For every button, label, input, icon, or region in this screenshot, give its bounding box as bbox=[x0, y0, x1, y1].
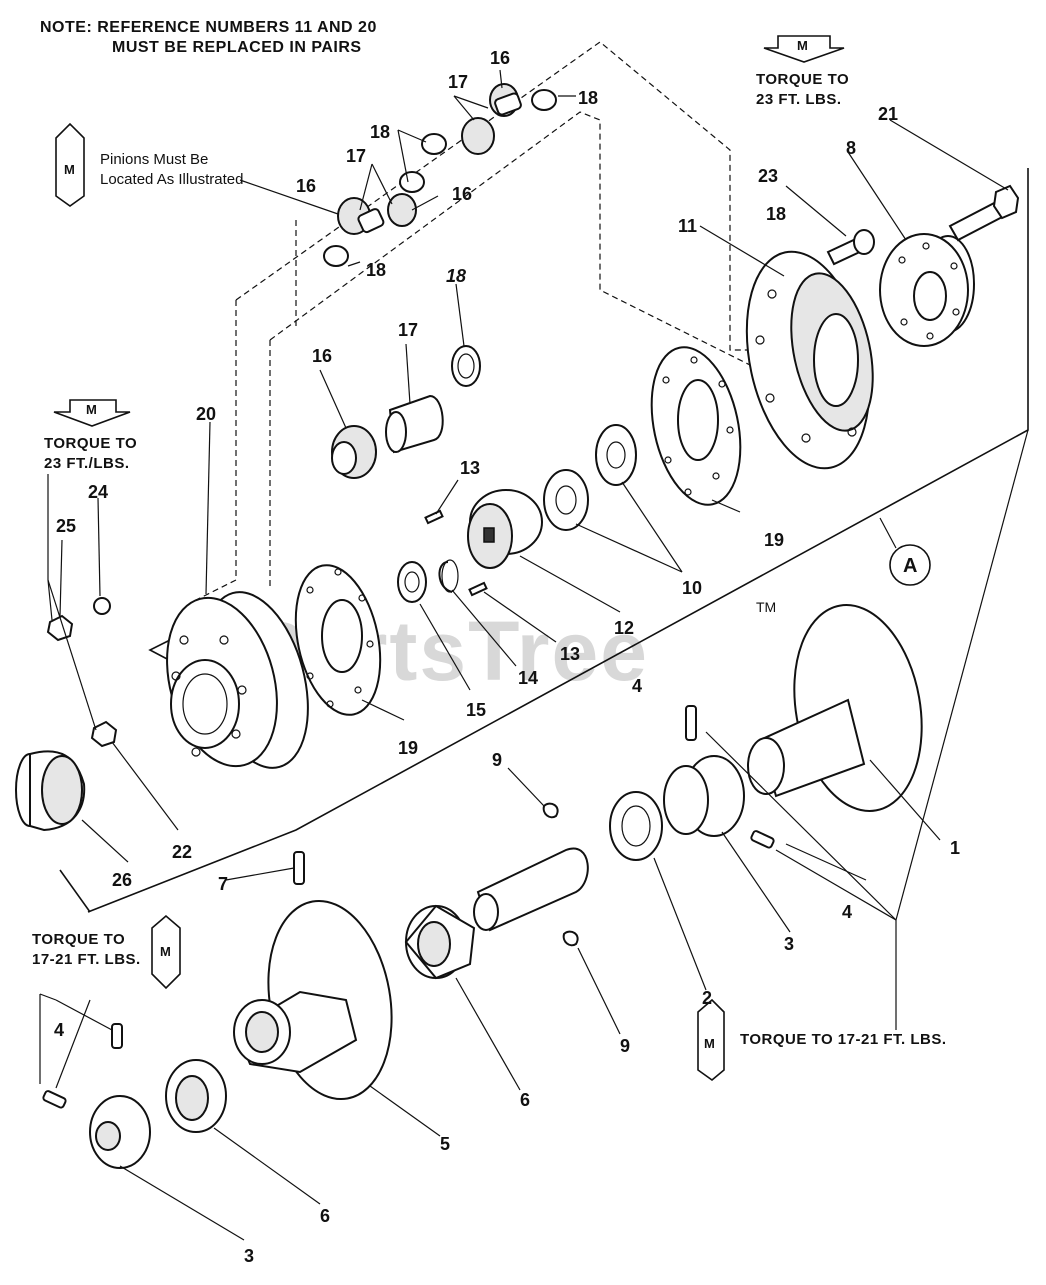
pinions-instruction-2: Located As Illustrated bbox=[100, 171, 243, 188]
m-symbol-left: M bbox=[53, 399, 131, 427]
ref-label: 18 bbox=[446, 266, 466, 286]
m-symbol-top-right: M bbox=[763, 35, 845, 63]
ref-label: 4 bbox=[54, 1020, 64, 1040]
plate-part-19-left bbox=[294, 564, 382, 716]
ref-label: 18 bbox=[766, 204, 786, 224]
ref-label: 18 bbox=[578, 88, 598, 108]
center-small-parts bbox=[397, 489, 543, 603]
ref-label: 25 bbox=[56, 516, 76, 536]
torque-top-right-1: TORQUE TO bbox=[756, 71, 849, 88]
ref-label: 1 bbox=[950, 838, 960, 858]
ref-label: 11 bbox=[678, 216, 697, 236]
ref-label: 4 bbox=[842, 902, 852, 922]
ref-label: 23 bbox=[758, 166, 778, 186]
hub-part-11 bbox=[745, 250, 874, 470]
ref-label: 3 bbox=[784, 934, 794, 954]
ref-label: 19 bbox=[398, 738, 418, 758]
ref-label: 9 bbox=[492, 750, 502, 770]
ref-label: 16 bbox=[490, 48, 510, 68]
ref-label: 13 bbox=[460, 458, 480, 478]
ref-label: 17 bbox=[346, 146, 366, 166]
torque-bottom-left-2: 17-21 FT. LBS. bbox=[32, 951, 141, 968]
ref-label: 18 bbox=[366, 260, 386, 280]
shaft-and-keys bbox=[473, 802, 589, 947]
ref-label: 17 bbox=[448, 72, 468, 92]
drum-part-1 bbox=[747, 604, 923, 812]
torque-bottom-left-1: TORQUE TO bbox=[32, 931, 125, 948]
ref-label: 13 bbox=[560, 644, 580, 664]
ref-label: 17 bbox=[398, 320, 418, 340]
ref-label: 26 bbox=[112, 870, 132, 890]
band-part-26 bbox=[15, 750, 86, 832]
ref-label: 4 bbox=[632, 676, 642, 696]
ref-label: 18 bbox=[370, 122, 390, 142]
ref-label: 6 bbox=[320, 1206, 330, 1226]
m-symbol-text: M bbox=[160, 944, 171, 959]
ref-label: 9 bbox=[620, 1036, 630, 1056]
ref-label: 19 bbox=[764, 530, 784, 550]
ref-label: 16 bbox=[296, 176, 316, 196]
m-symbol-text: M bbox=[797, 38, 808, 53]
ref-label: 20 bbox=[196, 404, 216, 424]
m-symbol-bottom-left: M bbox=[151, 914, 181, 990]
pinion-sleeve-spring bbox=[331, 345, 481, 479]
alignment-dashes bbox=[195, 41, 762, 601]
ref-label: 15 bbox=[466, 700, 486, 720]
note-line-2: MUST BE REPLACED IN PAIRS bbox=[112, 39, 362, 56]
ref-label: 7 bbox=[218, 874, 228, 894]
collar-right bbox=[609, 705, 775, 861]
washers-part-10 bbox=[543, 424, 637, 531]
ref-label: 8 bbox=[846, 138, 856, 158]
ref-label: 14 bbox=[518, 668, 538, 688]
fasteners-left bbox=[46, 597, 118, 748]
reference-numbers: 1 2 3 3 4 4 4 5 6 6 7 8 9 9 10 11 12 13 … bbox=[54, 48, 960, 1266]
flange-part-8 bbox=[879, 233, 975, 347]
callout-a-text: A bbox=[903, 555, 917, 577]
note-line-1: NOTE: REFERENCE NUMBERS 11 AND 20 bbox=[40, 19, 377, 36]
plate-part-19-right bbox=[650, 346, 742, 506]
ref-label: 12 bbox=[614, 618, 634, 638]
hub-part-20 bbox=[166, 591, 309, 769]
callout-a-circle bbox=[889, 544, 931, 586]
hub-part-5 bbox=[233, 851, 393, 1101]
m-symbol-text: M bbox=[64, 162, 75, 177]
pinions-instruction-1: Pinions Must Be bbox=[100, 151, 208, 168]
ref-label: 3 bbox=[244, 1246, 254, 1266]
ref-label: 16 bbox=[312, 346, 332, 366]
bolts-21-23 bbox=[826, 184, 1020, 266]
m-symbol-pinions: M bbox=[55, 122, 85, 207]
ref-label: 10 bbox=[682, 578, 702, 598]
ref-label: 22 bbox=[172, 842, 192, 862]
torque-left-2: 23 FT./LBS. bbox=[44, 455, 130, 472]
watermark-tm: TM bbox=[756, 599, 776, 615]
ref-label: 6 bbox=[520, 1090, 530, 1110]
torque-bottom-right: TORQUE TO 17-21 FT. LBS. bbox=[740, 1031, 947, 1048]
bushing-part-6-center bbox=[404, 904, 476, 980]
torque-left-1: TORQUE TO bbox=[44, 435, 137, 452]
m-symbol-bottom-right: M bbox=[697, 998, 725, 1082]
ref-label: 5 bbox=[440, 1134, 450, 1154]
bushing-collar-bottom bbox=[42, 1023, 227, 1169]
m-symbol-text: M bbox=[86, 402, 97, 417]
m-symbol-text: M bbox=[704, 1036, 715, 1051]
torque-top-right-2: 23 FT. LBS. bbox=[756, 91, 842, 108]
ref-label: 24 bbox=[88, 482, 108, 502]
ref-label: 2 bbox=[702, 988, 712, 1008]
leader-lines bbox=[39, 69, 1029, 1241]
ref-label: 21 bbox=[878, 104, 898, 124]
ref-label: 16 bbox=[452, 184, 472, 204]
pinion-cluster bbox=[323, 83, 557, 267]
